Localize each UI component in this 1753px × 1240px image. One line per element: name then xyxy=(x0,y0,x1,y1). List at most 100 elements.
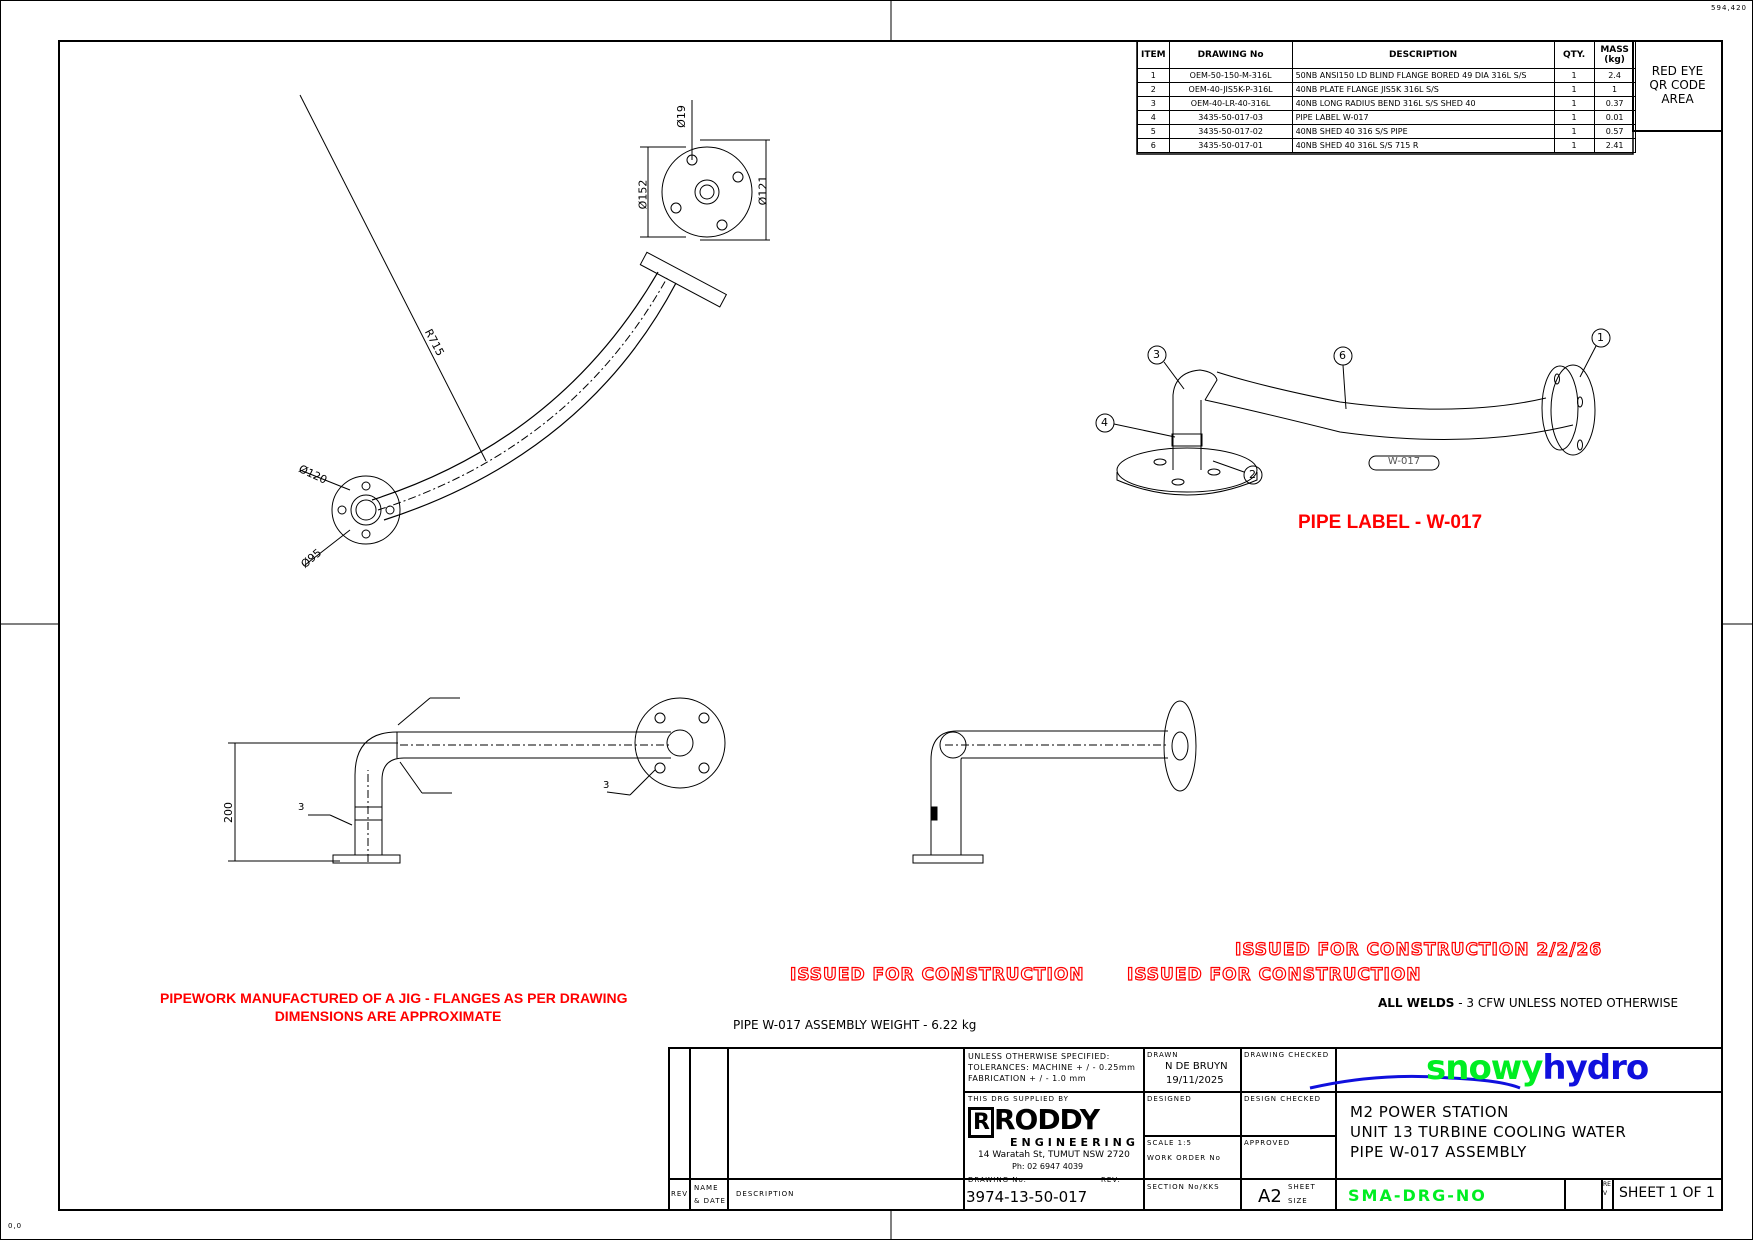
date-header: & DATE xyxy=(694,1197,726,1205)
bom-header-mass: MASS (kg) xyxy=(1593,41,1636,69)
isometric-view xyxy=(1095,328,1611,496)
rev-vertical-label: REV xyxy=(1603,1181,1611,1197)
item: 1 xyxy=(1137,68,1170,83)
supplied-by-label: THIS DRG SUPPLIED BY xyxy=(968,1095,1069,1103)
weld-size: 3 xyxy=(603,780,610,791)
plan-view xyxy=(299,94,770,566)
balloon-3: 3 xyxy=(1153,348,1160,361)
welds-text: - 3 CFW UNLESS NOTED OTHERWISE xyxy=(1454,996,1679,1010)
bill-of-materials: ITEM DRAWING No DESCRIPTION QTY. MASS (k… xyxy=(1137,41,1636,153)
drawn-date: 19/11/2025 xyxy=(1166,1075,1224,1086)
mass: 2.41 xyxy=(1593,138,1636,153)
title-block-lines xyxy=(668,1047,1723,1211)
drawing-no: OEM-40-LR-40-316L xyxy=(1168,96,1293,111)
drawing-frame xyxy=(58,40,1723,1211)
sheet-size-readout: 594,420 xyxy=(1711,4,1747,12)
title-line: M2 POWER STATION xyxy=(1350,1103,1509,1121)
roddy-engineering: ENGINEERING xyxy=(1010,1136,1139,1149)
bom-header-description: DESCRIPTION xyxy=(1291,41,1555,69)
balloon-2: 2 xyxy=(1249,468,1256,481)
description: 40NB SHED 40 316L S/S 715 R xyxy=(1291,138,1555,153)
side-view xyxy=(912,700,1197,864)
qr-line: QR CODE xyxy=(1649,78,1706,92)
weld-size: 3 xyxy=(298,802,305,813)
qr-line: RED EYE xyxy=(1651,64,1704,78)
bom-header-item: ITEM xyxy=(1137,41,1170,69)
roddy-r-mark: R xyxy=(968,1107,994,1138)
qr-area-label: RED EYE QR CODE AREA xyxy=(1633,64,1722,106)
drawn-label: DRAWN xyxy=(1147,1051,1179,1059)
dim-d121: Ø121 xyxy=(756,175,770,206)
balloon-6: 6 xyxy=(1339,349,1346,362)
qty: 1 xyxy=(1553,124,1595,139)
client-drawing-number: SMA-DRG-NO xyxy=(1348,1186,1487,1205)
mass: 0.37 xyxy=(1593,96,1636,111)
qty: 1 xyxy=(1553,68,1595,83)
dim-d152: Ø152 xyxy=(636,179,650,210)
description: PIPE LABEL W-017 xyxy=(1291,110,1555,125)
title-line: UNIT 13 TURBINE COOLING WATER xyxy=(1350,1123,1627,1141)
jig-note-line1: PIPEWORK MANUFACTURED OF A JIG - FLANGES… xyxy=(160,990,628,1006)
name-date-header: NAME & DATE xyxy=(694,1182,726,1208)
jig-note: PIPEWORK MANUFACTURED OF A JIG - FLANGES… xyxy=(160,989,628,1025)
drawing-no: OEM-50-150-M-316L xyxy=(1168,68,1293,83)
snowy-wordmark: snowy xyxy=(1426,1048,1543,1088)
item: 2 xyxy=(1137,82,1170,97)
work-order-label: WORK ORDER No xyxy=(1147,1154,1221,1162)
pipe-label-tag xyxy=(354,806,383,821)
description: 40NB LONG RADIUS BEND 316L S/S SHED 40 xyxy=(1291,96,1555,111)
balloon-1: 1 xyxy=(1597,331,1604,344)
drawn-by: N DE BRUYN xyxy=(1165,1061,1228,1072)
drawing-no: OEM-40-JIS5K-P-316L xyxy=(1168,82,1293,97)
drawing-no: 3435-50-017-03 xyxy=(1168,110,1293,125)
description: 40NB PLATE FLANGE JIS5K 316L S/S xyxy=(1291,82,1555,97)
assembly-weight: PIPE W-017 ASSEMBLY WEIGHT - 6.22 kg xyxy=(733,1018,977,1032)
rev-label: REV: xyxy=(1101,1176,1121,1184)
w017-tag xyxy=(1368,455,1440,471)
jig-note-line2: DIMENSIONS ARE APPROXIMATE xyxy=(274,1008,502,1024)
rev-header: REV xyxy=(671,1190,689,1198)
qr-line: AREA xyxy=(1661,92,1694,106)
tolerance-line: FABRICATION + / - 1.0 mm xyxy=(968,1074,1087,1083)
tolerance-line: TOLERANCES: MACHINE + / - 0.25mm xyxy=(968,1063,1136,1072)
qty: 1 xyxy=(1553,96,1595,111)
mass: 0.57 xyxy=(1593,124,1636,139)
supplier-phone: Ph: 02 6947 4039 xyxy=(1012,1162,1084,1171)
hydro-wordmark: hydro xyxy=(1542,1048,1649,1088)
name-header: NAME xyxy=(694,1184,719,1192)
scale: SCALE 1:5 xyxy=(1147,1139,1192,1147)
drawing-number: 3974-13-50-017 xyxy=(966,1188,1088,1206)
description: 50NB ANSI150 LD BLIND FLANGE BORED 49 DI… xyxy=(1291,68,1555,83)
roddy-wordmark: RODDY xyxy=(993,1103,1100,1136)
front-view xyxy=(228,697,726,864)
item: 5 xyxy=(1137,124,1170,139)
tolerance-line: UNLESS OTHERWISE SPECIFIED: xyxy=(968,1052,1110,1061)
supplier-address: 14 Waratah St, TUMUT NSW 2720 xyxy=(978,1150,1130,1160)
qty: 1 xyxy=(1553,138,1595,153)
drawing-no: 3435-50-017-01 xyxy=(1168,138,1293,153)
qty: 1 xyxy=(1553,82,1595,97)
sheet-label: SHEET xyxy=(1288,1183,1316,1191)
origin-readout: 0,0 xyxy=(8,1222,23,1230)
issued-stamp: ISSUED FOR CONSTRUCTION xyxy=(1126,964,1422,985)
balloon-4: 4 xyxy=(1101,416,1108,429)
approved-label: APPROVED xyxy=(1244,1139,1291,1147)
item: 6 xyxy=(1137,138,1170,153)
section-label: SECTION No/KKS xyxy=(1147,1183,1220,1191)
mass: 1 xyxy=(1593,82,1636,97)
pipe-label-note: PIPE LABEL - W-017 xyxy=(1298,512,1483,533)
designed-label: DESIGNED xyxy=(1147,1095,1192,1103)
qty: 1 xyxy=(1553,110,1595,125)
size-label: SIZE xyxy=(1288,1197,1308,1205)
bom-header-drawing-no: DRAWING No xyxy=(1168,41,1293,69)
title-line: PIPE W-017 ASSEMBLY xyxy=(1350,1143,1527,1161)
drawing-no-label: DRAWING No. xyxy=(968,1176,1027,1184)
